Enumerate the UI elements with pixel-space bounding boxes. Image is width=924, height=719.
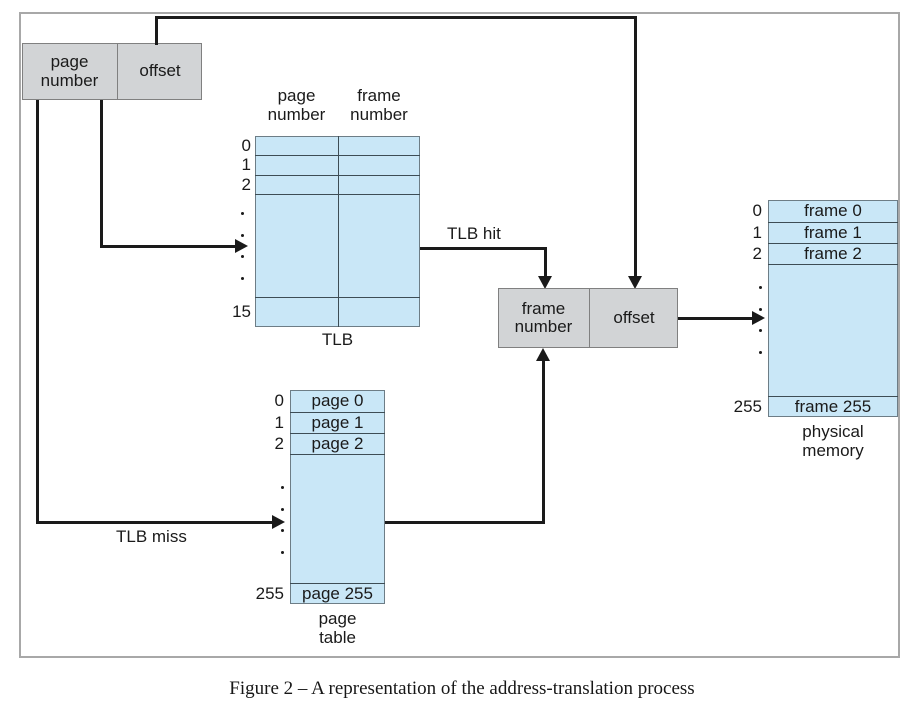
- physical-offset-cell: offset: [590, 288, 678, 348]
- physical-address-box: [498, 288, 678, 348]
- tlb-col1-header-line2: number: [267, 105, 326, 125]
- tlb-index-15: 15: [232, 302, 251, 321]
- page-table-index-0: 0: [274, 391, 284, 410]
- physical-memory-cell-1: frame 1: [804, 222, 862, 242]
- page-table-ellipsis-dots: [278, 486, 286, 554]
- pagenum-to-tlb-hline: [100, 245, 237, 248]
- figure-border: [19, 12, 900, 658]
- page-table-caption: page table: [290, 609, 385, 647]
- page-table-cell-2: page 2: [311, 433, 364, 453]
- page-table-index-1: 1: [274, 412, 284, 432]
- tlb-index-1: 1: [241, 155, 251, 174]
- physical-memory-row-line-1: [768, 222, 898, 223]
- physical-memory-cell-2: frame 2: [804, 243, 862, 263]
- pagetable-out-arrow: [536, 348, 550, 361]
- page-table-cell-0: page 0: [311, 391, 364, 410]
- tlb-miss-hline: [36, 521, 274, 524]
- page-table-cell-1: page 1: [311, 412, 364, 432]
- pagenum-to-tlb-vline: [100, 100, 103, 248]
- tlb-row-line-2: [255, 175, 420, 176]
- physical-frame-number-label-line2: number: [514, 317, 573, 336]
- physaddr-to-memory-arrow: [752, 311, 765, 325]
- tlb-row-line-1: [255, 155, 420, 156]
- physical-memory-row-line-4: [768, 396, 898, 397]
- page-table: [290, 390, 385, 604]
- tlb-col2-header-line2: number: [350, 105, 408, 125]
- physical-memory-cell-255: frame 255: [794, 396, 872, 416]
- pagetable-out-vline: [542, 361, 545, 521]
- logical-page-number-cell: page number: [22, 43, 117, 100]
- physical-memory-ellipsis-dots: [756, 286, 764, 354]
- page-table-index-2: 2: [274, 433, 284, 453]
- tlb-row-line-4: [255, 297, 420, 298]
- tlb-col2-header: frame number: [338, 86, 420, 124]
- tlb-hit-label: TLB hit: [447, 224, 501, 243]
- tlb-col1-header: page number: [255, 86, 338, 124]
- physaddr-to-memory-hline: [678, 317, 758, 320]
- tlb-table: [255, 136, 420, 327]
- physical-memory-cell-0: frame 0: [804, 201, 862, 220]
- figure-caption: Figure 2 – A representation of the addre…: [229, 678, 695, 699]
- logical-page-number-label-line1: page: [50, 52, 89, 72]
- pagenum-to-tlb-arrow: [235, 239, 248, 253]
- page-table-caption-line2: table: [319, 628, 356, 648]
- offset-droper-line: [634, 16, 637, 278]
- page-table-caption-line1: page: [318, 609, 357, 628]
- physical-memory-row-line-2: [768, 243, 898, 244]
- logical-page-number-label-line2: number: [40, 70, 99, 90]
- page-table-index-255: 255: [255, 583, 284, 603]
- tlb-row-line-3: [255, 194, 420, 195]
- physical-frame-number-label-line1: frame: [521, 298, 566, 318]
- physical-frame-number-cell: frame number: [498, 288, 589, 348]
- offset-arrow-down: [628, 276, 642, 289]
- offset-riser-line: [155, 16, 158, 45]
- physical-memory-index-2: 2: [752, 243, 762, 263]
- physical-memory-caption: physical memory: [768, 422, 898, 460]
- physical-address-divider: [589, 288, 590, 348]
- page-table-row-line-4: [290, 583, 385, 584]
- physical-memory-index-255: 255: [733, 396, 762, 416]
- tlb-col2-header-line1: frame: [357, 86, 401, 105]
- page-table-row-line-3: [290, 454, 385, 455]
- physical-memory-row-line-3: [768, 264, 898, 265]
- tlb-ellipsis-dots: [238, 212, 246, 280]
- tlb-hit-vline: [544, 247, 547, 278]
- tlb-index-0: 0: [241, 135, 251, 155]
- page-table-row-line-2: [290, 433, 385, 434]
- tlb-column-divider: [338, 136, 339, 327]
- pagenum-to-pagetable-vline: [36, 100, 39, 524]
- physical-memory-table: [768, 200, 898, 417]
- page-table-cell-255: page 255: [302, 583, 373, 603]
- logical-offset-label: offset: [139, 61, 181, 81]
- tlb-index-2: 2: [241, 174, 251, 194]
- physical-memory-caption-line2: memory: [802, 441, 864, 461]
- offset-top-line: [155, 16, 637, 19]
- physical-offset-label: offset: [613, 307, 655, 327]
- tlb-caption: TLB: [321, 330, 354, 349]
- tlb-hit-hline: [420, 247, 547, 250]
- page-table-row-line-1: [290, 412, 385, 413]
- tlb-col1-header-line1: page: [277, 86, 316, 105]
- logical-address-box: [22, 43, 202, 100]
- logical-offset-cell: offset: [118, 43, 202, 100]
- tlb-hit-arrow: [538, 276, 552, 289]
- physical-memory-index-0: 0: [752, 201, 762, 220]
- logical-address-divider: [117, 43, 118, 100]
- physical-memory-index-1: 1: [752, 222, 762, 242]
- tlb-miss-label: TLB miss: [116, 527, 187, 546]
- pagetable-out-hline: [385, 521, 545, 524]
- physical-memory-caption-line1: physical: [802, 422, 864, 441]
- tlb-miss-arrow: [272, 515, 285, 529]
